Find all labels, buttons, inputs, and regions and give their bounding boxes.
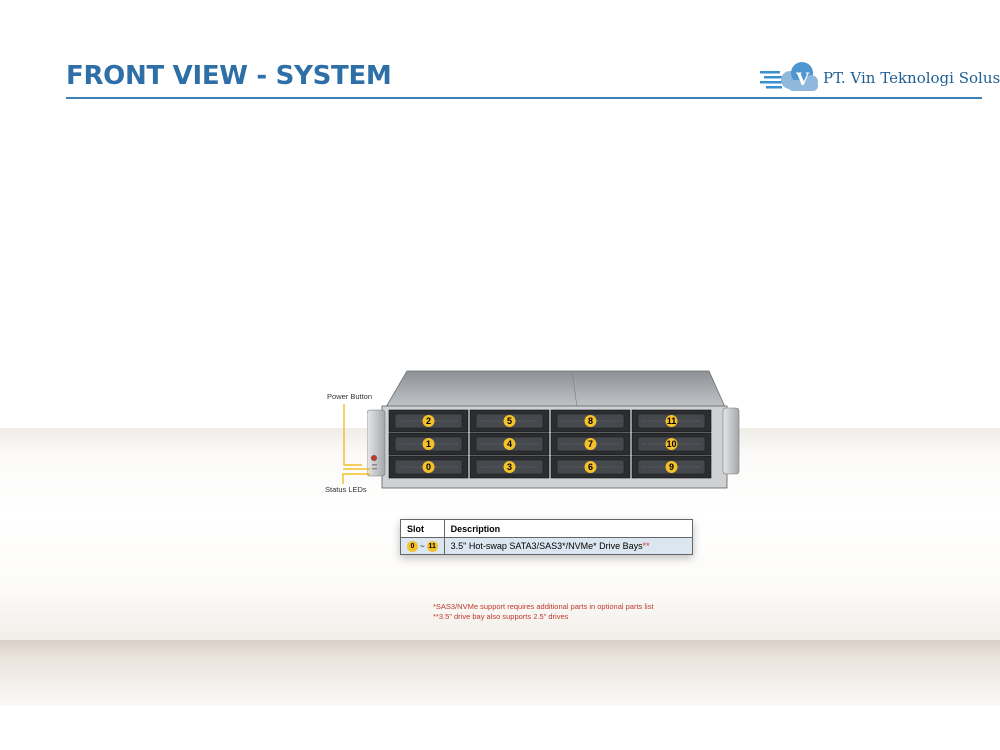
drive-bay-grid: 0 1 2 3 4 5 6 7 8 9 10 11 — [388, 409, 712, 479]
description-text: 3.5" Hot-swap SATA3/SAS3*/NVMe* Drive Ba… — [450, 541, 643, 551]
drive-bay[interactable]: 10 — [631, 432, 712, 456]
page-title: FRONT VIEW - SYSTEM — [66, 61, 392, 91]
bay-number-badge — [422, 438, 435, 450]
status-led — [372, 468, 377, 470]
bay-number-label: 4 — [507, 439, 512, 449]
footnote-sas3: *SAS3/NVMe support requires additional p… — [433, 602, 654, 611]
slot-end-badge: 11 — [426, 540, 438, 552]
bay-number-badge — [422, 461, 435, 473]
drive-bay[interactable]: 4 — [469, 432, 550, 456]
footnote-drive-size: **3.5" drive bay also supports 2.5" driv… — [433, 612, 569, 621]
bay-number-badge — [422, 415, 435, 427]
power-button-callout: Power Button — [327, 392, 373, 401]
bay-number-label: 9 — [669, 462, 674, 472]
logo-letter: V — [795, 70, 810, 90]
drive-bay[interactable]: 1 — [388, 432, 469, 456]
bay-number-label: 8 — [588, 416, 593, 426]
drive-bay[interactable]: 5 — [469, 409, 550, 433]
slot-description-table: Slot Description 0~11 3.5" Hot-swap SATA… — [400, 519, 694, 555]
bay-number-badge — [503, 461, 516, 473]
description-cell: 3.5" Hot-swap SATA3/SAS3*/NVMe* Drive Ba… — [443, 537, 694, 555]
drive-bay[interactable]: 0 — [388, 455, 469, 479]
bay-number-label: 6 — [588, 462, 593, 472]
bay-number-badge — [665, 438, 678, 450]
bay-number-badge — [665, 461, 678, 473]
bay-number-label: 7 — [588, 439, 593, 449]
power-button[interactable] — [370, 454, 377, 461]
status-led — [372, 464, 377, 466]
bay-number-badge — [503, 415, 516, 427]
description-column-header: Description — [443, 519, 694, 538]
slot-start-badge: 0 — [407, 540, 418, 552]
drive-bay[interactable]: 8 — [550, 409, 631, 433]
left-rack-ear — [367, 409, 386, 477]
server-chassis: 0 1 2 3 4 5 6 7 8 9 10 11 — [367, 370, 740, 489]
bay-number-badge — [584, 415, 597, 427]
bay-number-badge — [665, 415, 678, 427]
table-row: 0~11 3.5" Hot-swap SATA3/SAS3*/NVMe* Dri… — [400, 537, 694, 555]
drive-bay[interactable]: 2 — [388, 409, 469, 433]
company-name: PT. Vin Teknologi Solusi — [823, 69, 1000, 87]
bay-number-label: 1 — [426, 439, 431, 449]
chassis-top-cover — [385, 370, 726, 408]
right-rack-ear — [722, 407, 740, 475]
bay-number-badge — [584, 461, 597, 473]
bay-number-label: 11 — [667, 416, 677, 426]
bay-number-label: 0 — [426, 462, 431, 472]
bay-number-label: 3 — [507, 462, 512, 472]
drive-bay[interactable]: 3 — [469, 455, 550, 479]
bay-number-label: 10 — [666, 439, 676, 449]
footnotes: *SAS3/NVMe support requires additional p… — [433, 602, 654, 622]
cloud-logo-icon: V — [760, 62, 818, 91]
title-underline — [66, 97, 982, 99]
slot-range-cell: 0~11 — [400, 537, 445, 555]
drive-bay[interactable]: 11 — [631, 409, 712, 433]
background-band-shadow — [0, 640, 1000, 706]
bay-number-label: 5 — [507, 416, 512, 426]
table-header-row: Slot Description — [400, 519, 694, 538]
company-logo: V PT. Vin Teknologi Solusi — [760, 62, 1000, 94]
drive-bay[interactable]: 9 — [631, 455, 712, 479]
footnote-marker: ** — [642, 541, 650, 551]
status-leds-callout: Status LEDs — [325, 485, 367, 494]
slot-column-header: Slot — [400, 519, 445, 538]
drive-bay[interactable]: 7 — [550, 432, 631, 456]
bay-number-badge — [584, 438, 597, 450]
bay-number-badge — [503, 438, 516, 450]
drive-bay[interactable]: 6 — [550, 455, 631, 479]
bay-number-label: 2 — [426, 416, 431, 426]
slot-range-separator: ~ — [420, 541, 425, 551]
